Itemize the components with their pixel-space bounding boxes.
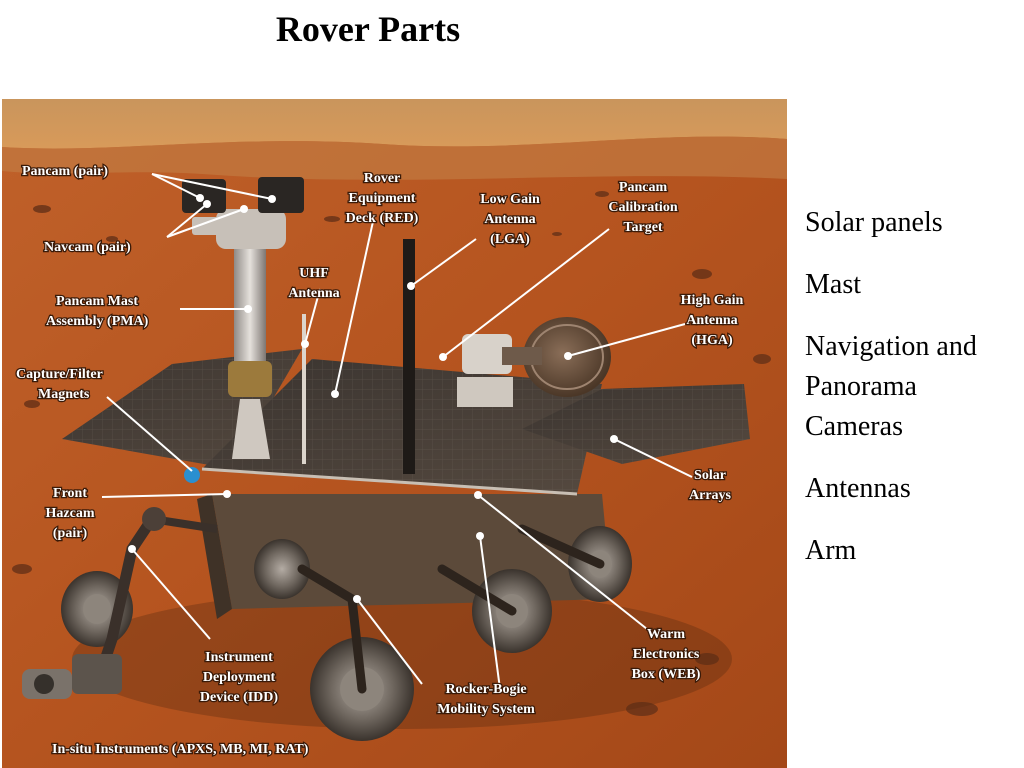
label-magnets-line2: Magnets: [38, 387, 90, 402]
bullet-item: Navigation and Panorama Cameras: [805, 331, 977, 442]
label-pma-line2: Assembly (PMA): [46, 314, 149, 329]
rocker-bogie-suspension: [297, 524, 605, 694]
capture-magnet: [184, 467, 200, 483]
leader-lines: [101, 173, 693, 690]
label-pma-line1: Pancam Mast: [56, 294, 138, 309]
label-lga-line2: Antenna: [484, 212, 535, 227]
bullet-item: Arm: [805, 535, 857, 566]
leader-dots: [128, 194, 618, 603]
label-hga-line2: Antenna: [686, 313, 737, 328]
mars-sky: [2, 99, 787, 149]
label-idd-line2: Deployment: [203, 670, 276, 685]
label-uhf-line2: Antenna: [288, 286, 339, 301]
label-idd-line1: Instrument: [205, 650, 273, 665]
label-hazcam-line1: Front: [53, 486, 87, 501]
bullet-list: Solar panels Mast Navigation and Panoram…: [805, 203, 1020, 593]
label-uhf-line1: UHF: [299, 266, 329, 281]
label-solar-line1: Solar: [694, 468, 726, 483]
label-web-line2: Electronics: [633, 647, 700, 662]
bullet-item: Antennas: [805, 473, 911, 504]
bullet-item: Mast: [805, 269, 861, 300]
slide-title: Rover Parts: [275, 9, 461, 49]
label-hga-line3: (HGA): [691, 333, 733, 348]
label-solar-line2: Arrays: [689, 488, 732, 503]
rocks: [12, 191, 771, 716]
label-web-line1: Warm: [647, 627, 685, 642]
label-hga-line1: High Gain: [681, 293, 744, 308]
label-in-situ-instruments: In-situ Instruments (APXS, MB, MI, RAT): [52, 742, 309, 757]
label-pancam-pair: Pancam (pair): [22, 164, 108, 179]
calibration-target: [457, 334, 513, 407]
bullet-item: Solar panels: [805, 207, 943, 238]
label-lga-line1: Low Gain: [480, 192, 540, 207]
label-cal-line3: Target: [623, 220, 662, 235]
rover-diagram: Pancam (pair) Navcam (pair) Pancam Mast …: [2, 99, 787, 768]
uhf-antenna: [302, 314, 306, 464]
label-lga-line3: (LGA): [490, 232, 530, 247]
instrument-deployment-device: [22, 507, 218, 699]
label-red-line1: Rover: [364, 171, 401, 186]
label-idd-line3: Device (IDD): [200, 690, 278, 705]
label-rocker-line1: Rocker-Bogie: [445, 682, 526, 697]
label-hazcam-line2: Hazcam: [46, 506, 95, 521]
label-web-line3: Box (WEB): [632, 667, 701, 682]
label-magnets-line1: Capture/Filter: [16, 367, 103, 382]
label-hazcam-line3: (pair): [53, 526, 88, 541]
label-rocker-line2: Mobility System: [437, 702, 535, 717]
label-red-line2: Equipment: [349, 191, 416, 206]
label-navcam-pair: Navcam (pair): [44, 240, 131, 255]
label-cal-line1: Pancam: [619, 180, 668, 195]
low-gain-antenna: [403, 239, 415, 474]
pancam-mast-assembly: [182, 177, 304, 459]
label-red-line3: Deck (RED): [346, 211, 419, 226]
label-cal-line2: Calibration: [608, 200, 677, 215]
